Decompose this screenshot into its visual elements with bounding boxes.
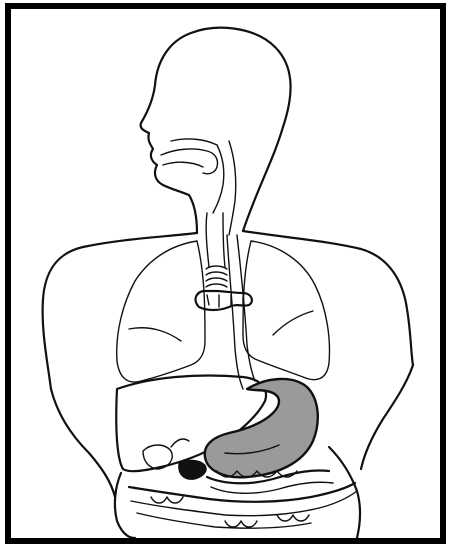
large-intestine [115, 473, 135, 538]
anatomy-drawing [11, 9, 440, 538]
right-lung [243, 241, 329, 380]
nasal-passage [171, 139, 217, 145]
trachea-right [223, 213, 225, 267]
abdomen-outline-right [361, 365, 413, 469]
figure-frame [5, 3, 446, 544]
bile-duct [171, 439, 189, 447]
stomach [205, 379, 318, 477]
torso-outline [43, 233, 197, 389]
left-lung-lobe-line [129, 328, 181, 341]
oral-cavity [161, 149, 218, 174]
trachea [206, 213, 209, 267]
small-intestine [129, 470, 357, 528]
head-outline [141, 28, 291, 233]
left-lung [117, 241, 205, 382]
torso-outline-right [243, 231, 413, 365]
gallbladder [143, 445, 172, 469]
right-lung-lobe-line [273, 311, 313, 335]
pylorus [179, 460, 207, 479]
esophagus [227, 235, 243, 389]
abdomen-outline-left [51, 389, 115, 497]
pharynx-back [229, 141, 236, 235]
tongue [163, 162, 203, 167]
esophagus-back [237, 235, 255, 381]
